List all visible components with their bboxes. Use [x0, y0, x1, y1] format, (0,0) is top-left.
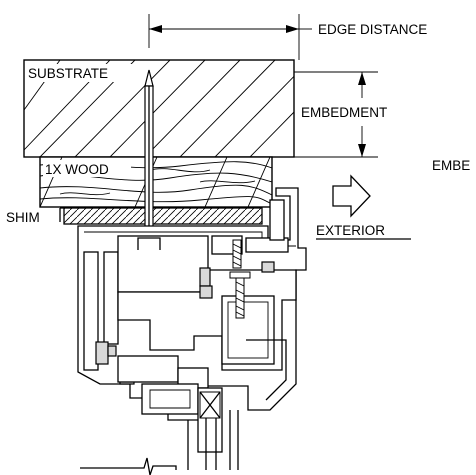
- exterior-label: EXTERIOR: [316, 223, 385, 238]
- edge-distance-label: EDGE DISTANCE: [318, 22, 427, 37]
- sash-chamber: [221, 295, 275, 365]
- frame-chamber-bottom: [117, 355, 179, 383]
- embedment-arrowhead-bottom: [358, 144, 366, 157]
- embedment-cut-label: EMBE: [432, 158, 470, 173]
- embedment-label: EMBEDMENT: [301, 105, 387, 120]
- weatherstrip-left: [95, 341, 109, 365]
- break-line: [80, 457, 177, 475]
- edge-arrowhead-left: [149, 25, 162, 33]
- shim-label: SHIM: [6, 210, 40, 225]
- frame-chamber-top: [117, 235, 209, 293]
- shim: SHIM: [6, 207, 263, 225]
- substrate-hatch: [24, 60, 294, 157]
- weatherstrip-top: [199, 267, 211, 287]
- arrow-right-outline-icon: [332, 174, 371, 218]
- glazing-bead: [197, 387, 223, 453]
- frame-jamb-right: [269, 199, 285, 241]
- frame-chamber-left: [83, 251, 99, 371]
- frame-chamber-left-inner: [103, 251, 119, 345]
- edge-distance-dimension: EDGE DISTANCE: [148, 14, 427, 60]
- embedment-arrowhead-top: [358, 72, 366, 85]
- wood-label: 1X WOOD: [45, 162, 109, 177]
- edge-arrowhead-right: [286, 25, 299, 33]
- exterior-indicator: EXTERIOR: [316, 174, 411, 240]
- substrate-block: SUBSTRATE: [23, 59, 295, 158]
- wood-block: 1X WOOD: [39, 156, 273, 208]
- frame-screw-upper: [232, 239, 242, 269]
- frame-screw-lower: [229, 271, 251, 319]
- embedment-dimension: EMBEDMENT EMBE: [294, 71, 470, 173]
- window-frame-profile: [77, 187, 307, 475]
- substrate-label: SUBSTRATE: [28, 66, 108, 81]
